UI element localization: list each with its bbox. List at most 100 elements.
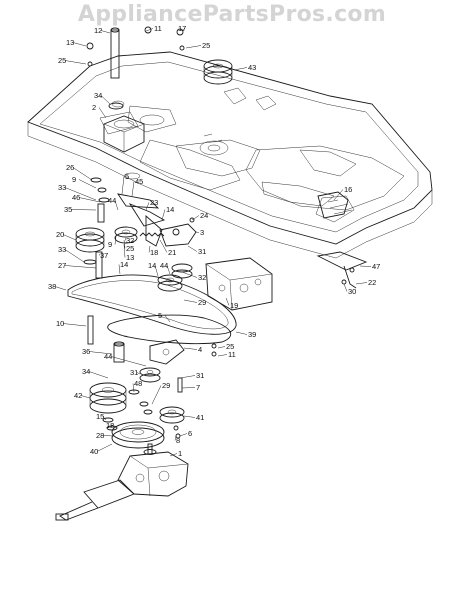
callout-47: 47 <box>359 262 380 271</box>
callout-25b: 25 <box>185 41 210 50</box>
callout-31b: 31 <box>130 368 141 377</box>
callout-leader-line <box>88 351 113 355</box>
callout-43: 43 <box>233 63 256 72</box>
callout-leader-line <box>191 215 200 221</box>
callout-leader-line <box>181 387 196 389</box>
callout-number: 25 <box>202 41 210 50</box>
pulley-43 <box>203 59 233 85</box>
callout-leader-line <box>64 60 87 65</box>
callout-number: 20 <box>56 230 64 239</box>
callout-leader-line <box>118 264 121 275</box>
small-hardware-top <box>86 26 185 67</box>
callout-leader-line <box>110 356 147 367</box>
callout-number: 18 <box>150 248 158 257</box>
pulley-idler-upper <box>114 226 138 244</box>
callout-37: 37 <box>98 251 108 260</box>
pulley-20 <box>75 227 105 253</box>
callout-number: 11 <box>228 350 236 359</box>
callout-26: 26 <box>66 163 93 181</box>
callout-number: 37 <box>100 251 108 260</box>
callout-number: 39 <box>248 330 256 339</box>
callout-number: 30 <box>348 287 356 296</box>
callout-leader-line <box>151 385 162 405</box>
callout-leader-line <box>181 271 198 278</box>
callout-leader-line <box>136 372 141 375</box>
callout-number: 22 <box>368 278 376 287</box>
callout-leader-line <box>235 331 248 335</box>
callout-number: 14 <box>166 205 174 214</box>
callout-15: 15 <box>96 412 107 421</box>
rod-10 <box>87 315 94 345</box>
callout-leader-line <box>78 179 97 189</box>
callout-22: 22 <box>355 278 376 287</box>
callout-12: 12 <box>94 26 111 35</box>
callout-number: 32 <box>126 236 134 245</box>
callout-42: 42 <box>74 391 91 400</box>
callout-leader-line <box>102 435 115 437</box>
callout-leader-line <box>131 181 135 197</box>
callout-leader-line <box>217 346 226 349</box>
callout-leader-line <box>72 167 93 181</box>
callout-number: 36 <box>82 347 90 356</box>
callout-leader-line <box>114 235 117 245</box>
callout-leader-line <box>96 443 113 452</box>
spacer-36 <box>113 341 125 363</box>
callout-number: 47 <box>372 262 380 271</box>
callout-leader-line <box>183 347 198 350</box>
callout-1: 1 <box>169 449 182 458</box>
callout-number: 14 <box>148 261 156 270</box>
callout-leader-line <box>78 197 101 203</box>
callout-number: 7 <box>196 383 200 392</box>
callout-number: 9 <box>72 175 76 184</box>
callout-number: 45 <box>135 177 143 186</box>
callout-leader-line <box>183 415 196 418</box>
callout-35: 35 <box>64 205 97 214</box>
callout-11b: 11 <box>217 350 236 359</box>
callout-23: 23 <box>145 198 158 211</box>
callout-44c: 44 <box>104 352 147 367</box>
callout-number: 24 <box>200 211 208 220</box>
callout-number: 5 <box>125 172 129 181</box>
callout-28: 28 <box>96 431 115 440</box>
right-hardware <box>173 343 217 439</box>
callout-45: 45 <box>131 177 143 197</box>
belt-39 <box>107 314 232 345</box>
callout-18a: 18 <box>148 245 158 257</box>
callout-5a: 5 <box>121 172 129 195</box>
left-hardware <box>90 177 110 223</box>
callout-leader-line <box>62 323 87 327</box>
callout-33a: 33 <box>58 183 97 201</box>
callout-leader-line <box>100 30 111 34</box>
callout-41: 41 <box>183 413 204 422</box>
callout-31a: 31 <box>187 245 206 256</box>
callout-leader-line <box>98 253 101 256</box>
callout-40: 40 <box>90 443 113 456</box>
callout-5b: 5 <box>158 311 171 323</box>
callout-number: 14 <box>120 260 128 269</box>
callout-number: 21 <box>168 248 176 257</box>
callout-number: 44 <box>104 352 112 361</box>
callout-4: 4 <box>183 345 202 354</box>
callout-number: 44 <box>160 261 168 270</box>
callout-leader-line <box>98 107 107 119</box>
callout-leader-line <box>145 202 150 211</box>
callout-leader-line <box>80 395 91 399</box>
callout-leader-line <box>64 187 97 201</box>
callout-21: 21 <box>159 239 176 257</box>
callout-number: 40 <box>90 447 98 456</box>
callout-13b: 13 <box>123 243 134 262</box>
callout-number: 1 <box>178 449 182 458</box>
callout-number: 27 <box>58 261 66 270</box>
bracket-16 <box>317 191 349 219</box>
callout-14c: 14 <box>148 261 159 277</box>
hardware-cluster <box>102 389 153 431</box>
callout-number: 25 <box>126 244 134 253</box>
idler-bracket <box>117 193 166 247</box>
callout-leader-line <box>179 375 196 379</box>
callout-39: 39 <box>235 330 256 339</box>
callout-number: 34 <box>94 91 102 100</box>
callout-9b: 9 <box>108 235 117 249</box>
callout-number: 34 <box>82 367 90 376</box>
